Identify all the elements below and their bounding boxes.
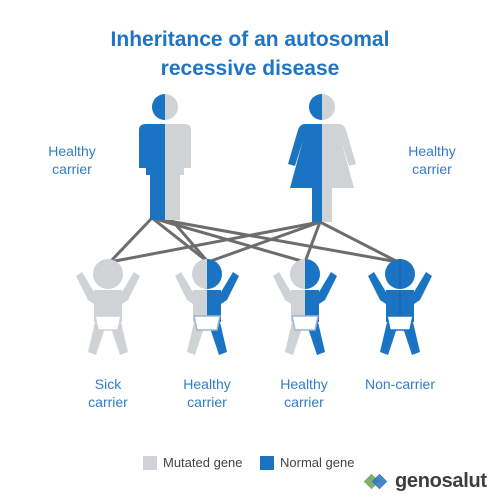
normal-swatch [260, 455, 274, 470]
child-label-1-line-1: Sick [94, 376, 122, 392]
diamond-logo-icon [363, 473, 388, 489]
brand-logo: genosalut [363, 470, 487, 493]
mother-label-line-2: carrier [412, 161, 452, 177]
child-label-3-line-1: Healthy [280, 376, 328, 392]
legend-mutated: Mutated gene [143, 455, 243, 470]
father-figure [139, 94, 191, 220]
mother-label-line-1: Healthy [408, 143, 456, 159]
child-figure-non-carrier [368, 259, 432, 355]
child-label-1: Sick carrier [63, 375, 153, 411]
child-label-2: Healthy carrier [162, 375, 252, 411]
child-label-4-line-1: Non-carrier [364, 376, 435, 392]
child-label-3-line-2: carrier [284, 394, 324, 410]
child-label-4: Non-carrier [355, 375, 445, 393]
child-figure-sick [76, 259, 140, 355]
child-label-3: Healthy carrier [259, 375, 349, 411]
legend-normal: Normal gene [260, 455, 354, 470]
title-line-2: recessive disease [160, 57, 340, 80]
mutated-swatch [143, 455, 157, 470]
mother-figure [288, 94, 356, 222]
child-label-2-line-2: carrier [187, 394, 227, 410]
normal-label: Normal gene [280, 455, 355, 470]
inheritance-lines [108, 216, 400, 264]
brand-name: genosalut [395, 470, 487, 492]
father-label-line-1: Healthy [48, 143, 96, 159]
child-label-2-line-1: Healthy [183, 376, 231, 392]
title-line-1: Inheritance of an autosomal [110, 28, 390, 51]
father-label-line-2: carrier [52, 161, 92, 177]
mutated-label: Mutated gene [163, 455, 243, 470]
child-figure-carrier-1 [175, 259, 239, 355]
mother-label: Healthy carrier [392, 142, 472, 178]
child-figure-carrier-2 [273, 259, 337, 355]
child-label-1-line-2: carrier [88, 394, 128, 410]
father-label: Healthy carrier [32, 142, 112, 178]
